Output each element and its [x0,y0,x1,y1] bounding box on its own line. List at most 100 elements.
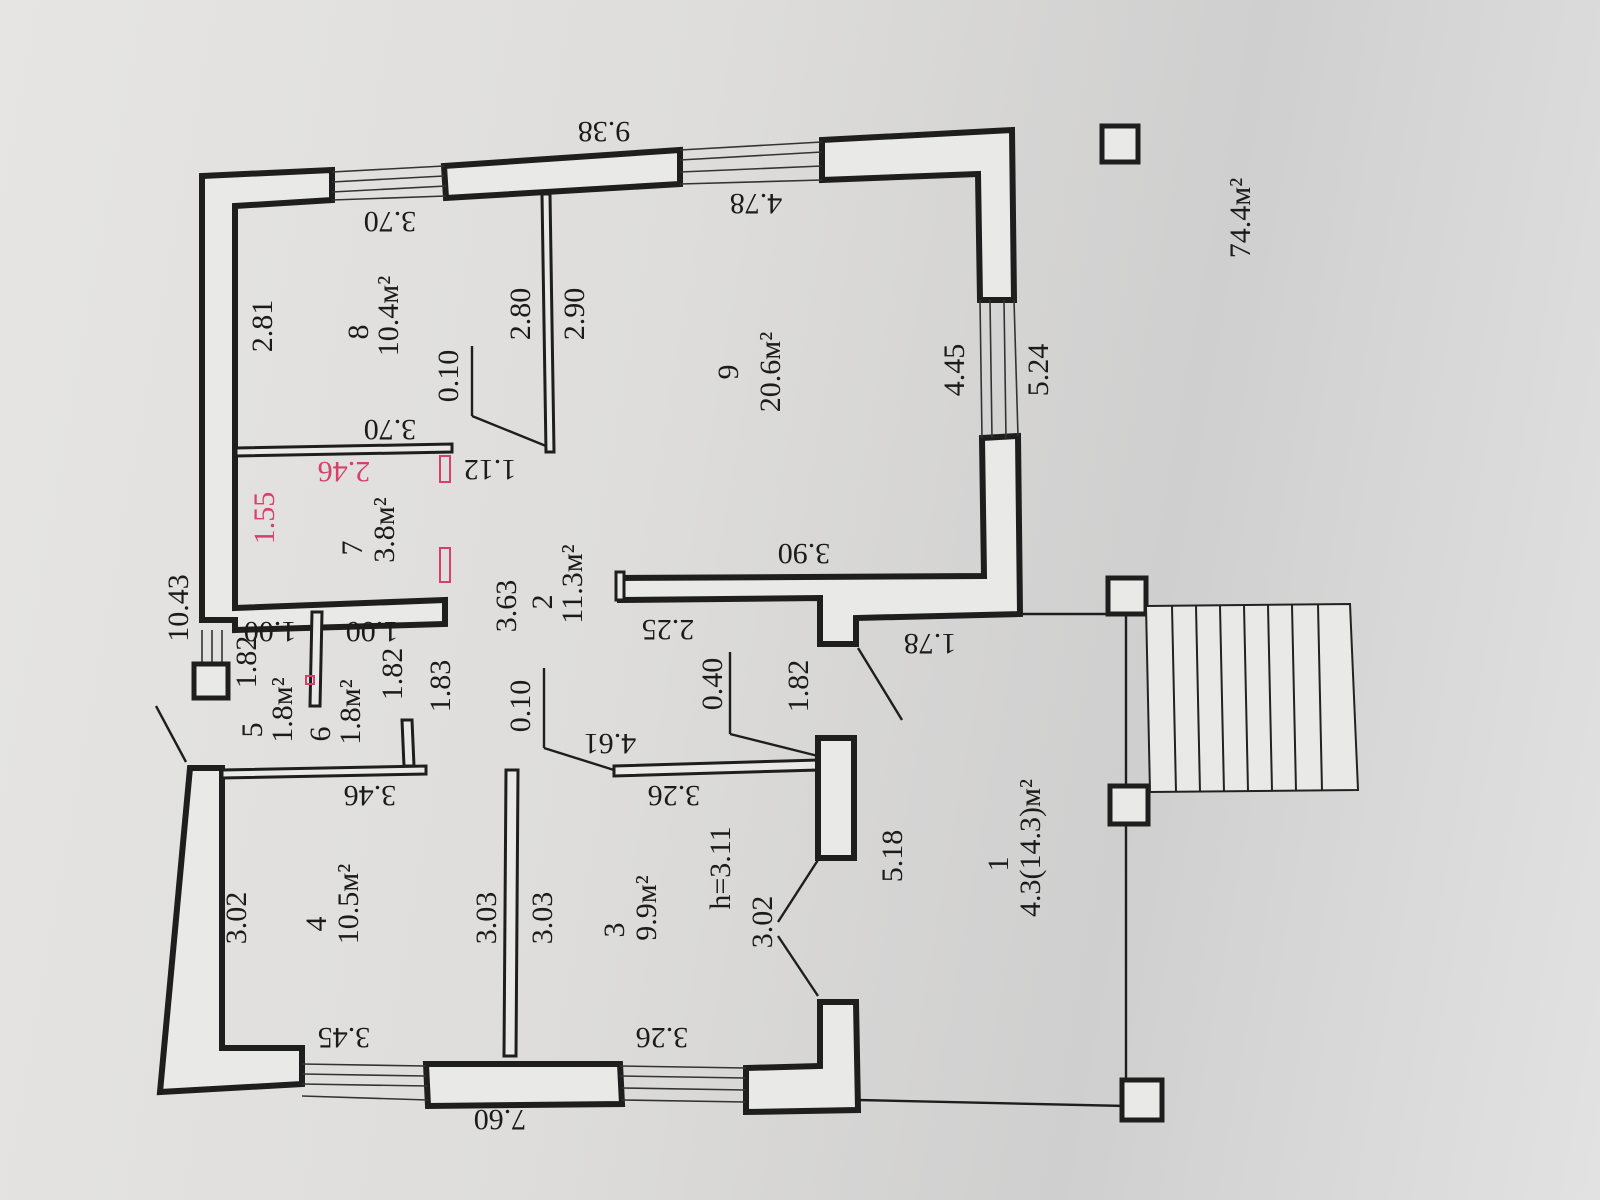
room-5-area: 1.8м² [266,677,299,742]
room-7-number: 7 [336,541,369,556]
marker-red-1 [439,455,451,483]
dim-3-03-a: 3.03 [470,892,503,945]
dim-1-82-c: 1.82 [782,660,815,713]
walls [156,126,1024,1116]
dim-1-12: 1.12 [464,453,517,486]
room-3-area: 9.9м² [630,875,663,940]
room-4-number: 4 [300,917,333,932]
dim-4-45: 4.45 [938,344,971,397]
door-2 [729,732,819,758]
dim-2-25: 2.25 [642,613,695,646]
doors [154,346,904,997]
dim-9-38: 9.38 [578,115,631,148]
dim-0-40: 0.40 [696,658,729,711]
wall-top-middle [440,146,683,202]
room-8-area: 10.4м² [372,276,405,356]
total-area-label: 74.4м² [1224,178,1257,258]
room-6-area: 1.8м² [334,679,367,744]
room-labels: 8 10.4м² 9 20.6м² 7 3.8м² 2 11.3м² 5 1.8… [236,178,1257,944]
room-9-area: 20.6м² [754,332,787,412]
window-top-1 [331,165,447,201]
stairs [1144,602,1360,794]
window-bottom-1 [301,1063,429,1101]
room-1-number: 1 [982,857,1015,872]
wall-bottom-right [743,999,862,1116]
dimension-labels: 9.38 3.70 4.78 3.70 1.12 2.46 3.90 2.25 … [162,115,1055,1136]
dim-1-83: 1.83 [424,660,457,713]
door-3-outer-b [777,935,819,997]
door-3-outer-a [776,859,820,923]
dim-1-78: 1.78 [904,627,957,660]
partition-3-2 [612,758,820,778]
veranda-post-2 [1107,783,1151,827]
dim-5-18: 5.18 [876,830,909,883]
room-2-number: 2 [526,595,559,610]
room-7-area: 3.8м² [368,497,401,562]
room-2-area: 11.3м² [556,544,589,623]
partition-2-stub [614,570,626,602]
door-8 [471,414,547,448]
partition-4-3 [502,768,520,1058]
dim-0-10-top: 0.10 [432,350,465,403]
dim-2-90: 2.90 [558,288,591,341]
room-5-number: 5 [236,723,269,738]
wall-bottom-middle [422,1061,626,1110]
symbol-square [1099,123,1141,165]
dim-3-02-left: 3.02 [220,892,253,945]
dim-1-00-a: 1.00 [244,615,297,648]
dim-3-02-right: 3.02 [746,896,779,949]
room-1-area: 4.3(14.3)м² [1014,779,1047,917]
room-6-number: 6 [304,727,337,742]
dim-0-10-bottom: 0.10 [504,680,537,733]
dim-2-80: 2.80 [504,288,537,341]
dim-3-70-top: 3.70 [364,205,417,238]
wall-bottom-left [156,765,305,1096]
dim-3-26-top: 3.26 [648,779,701,812]
dim-7-60: 7.60 [474,1103,527,1136]
ceiling-height-label: h=3.11 [704,826,737,909]
room-4-area: 10.5м² [332,864,365,944]
dim-5-24: 5.24 [1022,344,1055,397]
partition-6-2 [400,718,416,768]
dim-3-70-mid: 3.70 [364,413,417,446]
corner-post-left [191,661,231,701]
room-9-number: 9 [712,365,745,380]
dim-3-46: 3.46 [344,779,397,812]
partition-5-4 [220,764,428,780]
door-4-outer [154,705,188,763]
dim-1-82-b: 1.82 [376,648,409,701]
window-top-2 [679,141,823,185]
door-entrance [856,647,904,721]
window-right [979,299,1019,439]
dim-2-81: 2.81 [246,300,279,353]
dim-3-90: 3.90 [778,537,831,570]
marker-red-3 [305,675,315,685]
partition-8-7 [234,442,454,458]
dim-1-00-b: 1.00 [346,615,399,648]
window-bottom-2 [619,1065,747,1103]
wall-top-right [819,126,1018,303]
dim-3-26-bottom: 3.26 [636,1021,689,1054]
dim-4-61: 4.61 [584,727,637,760]
room-3-number: 3 [598,923,631,938]
dim-3-63: 3.63 [490,580,523,633]
wall-right-lower [617,432,1024,647]
veranda-outline [857,612,1128,1108]
marker-red-2 [439,547,451,583]
dim-4-78: 4.78 [730,187,783,220]
partition-5-6 [308,610,324,708]
partition-8-9 [540,192,556,454]
veranda-post-1 [1105,575,1149,617]
dim-10-43: 10.43 [162,574,195,642]
veranda [191,123,1360,1123]
wall-entrance-block [815,735,857,861]
dim-2-46: 2.46 [318,455,371,488]
dim-3-45: 3.45 [318,1021,371,1054]
wall-top-left [199,166,448,634]
dim-1-55: 1.55 [248,492,281,545]
dim-1-82-a: 1.82 [230,636,263,689]
veranda-post-3 [1119,1077,1165,1123]
room-8-number: 8 [342,325,375,340]
